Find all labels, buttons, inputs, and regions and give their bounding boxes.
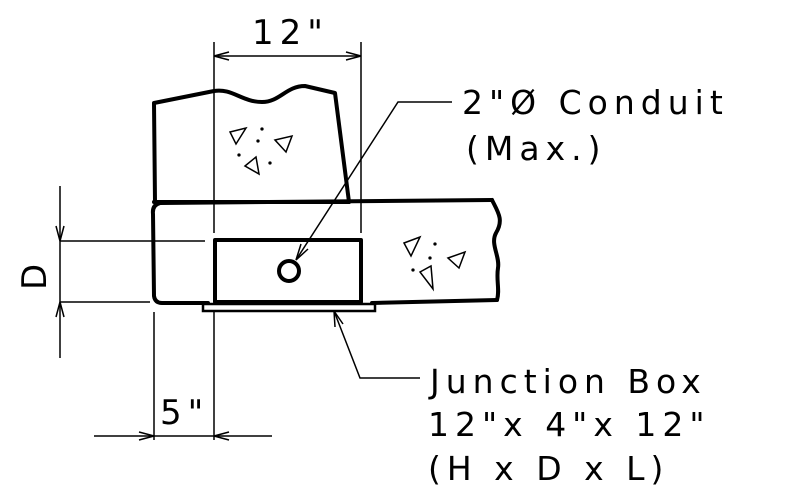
depth-dimension-label: D	[15, 258, 55, 290]
conduit-callout-line1: 2"Ø Conduit	[462, 83, 729, 122]
junction-box-callout-line2: 12"x 4"x 12"	[428, 405, 711, 444]
offset-dimension-label: 5"	[160, 393, 209, 433]
aggregate-hatch-upper	[228, 126, 294, 176]
junction-box-leader	[333, 310, 420, 379]
depth-dimension	[55, 186, 205, 358]
junction-box-callout-line3: (H x D x L)	[428, 449, 669, 488]
aggregate-hatch-slab	[402, 235, 467, 292]
junction-box-callout-line1: Junction Box	[428, 362, 707, 401]
box-cover-plate	[201, 302, 377, 313]
offset-dimension	[94, 312, 272, 441]
conduit-leader	[295, 101, 452, 261]
concrete-slab-outline	[150, 198, 494, 305]
conduit-callout-line2: (Max.)	[466, 129, 606, 168]
width-dimension	[213, 42, 362, 233]
slab-break-line	[490, 198, 502, 302]
width-dimension-label: 12"	[252, 13, 329, 53]
junction-box	[213, 238, 363, 304]
slab-bottom-edge	[370, 298, 499, 305]
upper-concrete-element	[152, 84, 351, 204]
conduit-circle	[277, 259, 301, 283]
